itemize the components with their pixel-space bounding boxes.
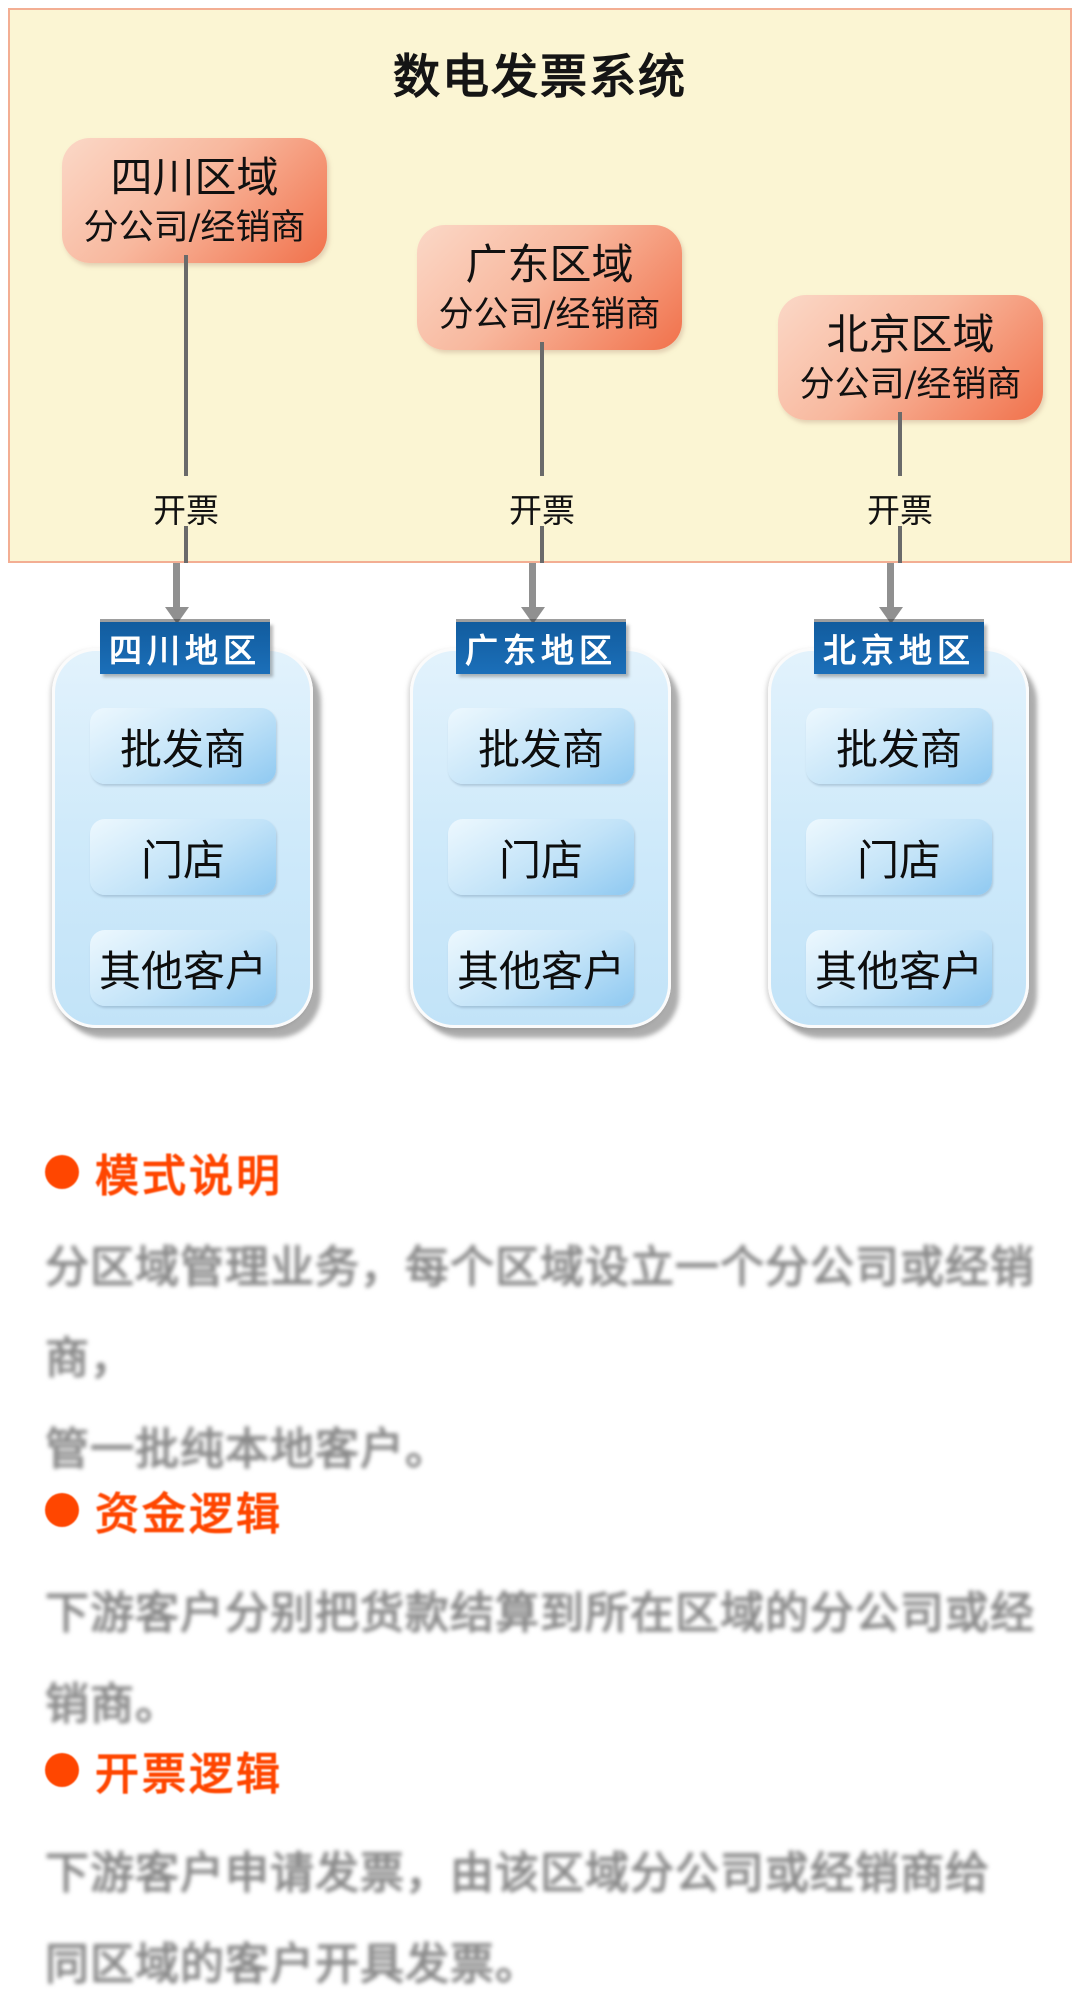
region-box-guangdong: 广东区域 分公司/经销商	[417, 225, 682, 350]
note-heading-mode: 模式说明	[45, 1146, 283, 1202]
note-heading-label: 开票逻辑	[95, 1749, 283, 1800]
area-item-label: 批发商	[835, 724, 962, 774]
region-subtitle: 分公司/经销商	[799, 364, 1022, 405]
area-item-label: 其他客户	[456, 946, 625, 996]
connector-line-guangdong-upper	[540, 342, 544, 476]
area-item-label: 门店	[140, 835, 225, 885]
region-box-beijing: 北京区域 分公司/经销商	[778, 295, 1043, 420]
area-item-store: 门店	[448, 819, 634, 895]
note-body-funds: 下游客户分别把货款结算到所在区域的分公司或经销商。	[45, 1588, 1035, 1730]
area-item-store: 门店	[806, 819, 992, 895]
connector-line-beijing-upper	[898, 412, 902, 476]
note-heading-funds: 资金逻辑	[45, 1484, 283, 1540]
region-name: 北京区域	[826, 309, 995, 359]
area-item-store: 门店	[90, 819, 276, 895]
invoice-arrow-head-guangdong	[521, 607, 545, 624]
invoice-arrow-shaft-beijing	[887, 563, 894, 608]
bullet-icon	[45, 1493, 79, 1527]
area-item-label: 门店	[498, 835, 583, 885]
invoice-arrow-shaft-guangdong	[529, 563, 536, 608]
area-item-label: 批发商	[477, 724, 604, 774]
invoice-edge-label-guangdong: 开票	[509, 491, 575, 530]
bullet-icon	[45, 1155, 79, 1189]
note-heading-label: 模式说明	[95, 1151, 283, 1202]
region-subtitle: 分公司/经销商	[438, 294, 661, 335]
area-tab-sichuan: 四川地区	[100, 622, 270, 674]
area-tab-label: 四川地区	[109, 631, 261, 670]
area-tab-label: 广东地区	[465, 631, 617, 670]
area-item-wholesaler: 批发商	[90, 708, 276, 784]
bullet-icon	[45, 1753, 79, 1787]
area-tab-beijing: 北京地区	[814, 622, 984, 674]
region-subtitle: 分公司/经销商	[83, 207, 306, 248]
area-item-wholesaler: 批发商	[448, 708, 634, 784]
page-title: 数电发票系统	[393, 50, 687, 105]
connector-line-guangdong-lower	[540, 526, 544, 563]
area-item-label: 其他客户	[98, 946, 267, 996]
invoice-system-panel: 数电发票系统 四川区域 分公司/经销商 广东区域 分公司/经销商 北京区域 分公…	[8, 8, 1072, 563]
invoice-arrow-head-sichuan	[165, 607, 189, 624]
region-box-sichuan: 四川区域 分公司/经销商	[62, 138, 327, 263]
invoice-arrow-head-beijing	[879, 607, 903, 624]
area-item-label: 批发商	[119, 724, 246, 774]
invoice-arrow-shaft-sichuan	[173, 563, 180, 608]
area-item-label: 其他客户	[814, 946, 983, 996]
area-item-wholesaler: 批发商	[806, 708, 992, 784]
note-body-invoicing: 下游客户申请发票，由该区域分公司或经销商给 同区域的客户开具发票。	[45, 1848, 990, 1990]
area-item-other-customers: 其他客户	[806, 930, 992, 1006]
region-name: 广东区域	[465, 239, 634, 289]
note-heading-invoicing: 开票逻辑	[45, 1744, 283, 1800]
area-tab-label: 北京地区	[823, 631, 975, 670]
invoice-edge-label-beijing: 开票	[867, 491, 933, 530]
area-item-other-customers: 其他客户	[448, 930, 634, 1006]
connector-line-sichuan-lower	[184, 526, 188, 563]
area-item-label: 门店	[856, 835, 941, 885]
area-item-other-customers: 其他客户	[90, 930, 276, 1006]
note-heading-label: 资金逻辑	[95, 1489, 283, 1540]
area-tab-guangdong: 广东地区	[456, 622, 626, 674]
region-name: 四川区域	[110, 152, 279, 202]
invoice-edge-label-sichuan: 开票	[153, 491, 219, 530]
note-body-mode: 分区域管理业务，每个区域设立一个分公司或经销商， 管一批纯本地客户。	[45, 1242, 1035, 1475]
connector-line-beijing-lower	[898, 526, 902, 563]
connector-line-sichuan-upper	[184, 255, 188, 476]
